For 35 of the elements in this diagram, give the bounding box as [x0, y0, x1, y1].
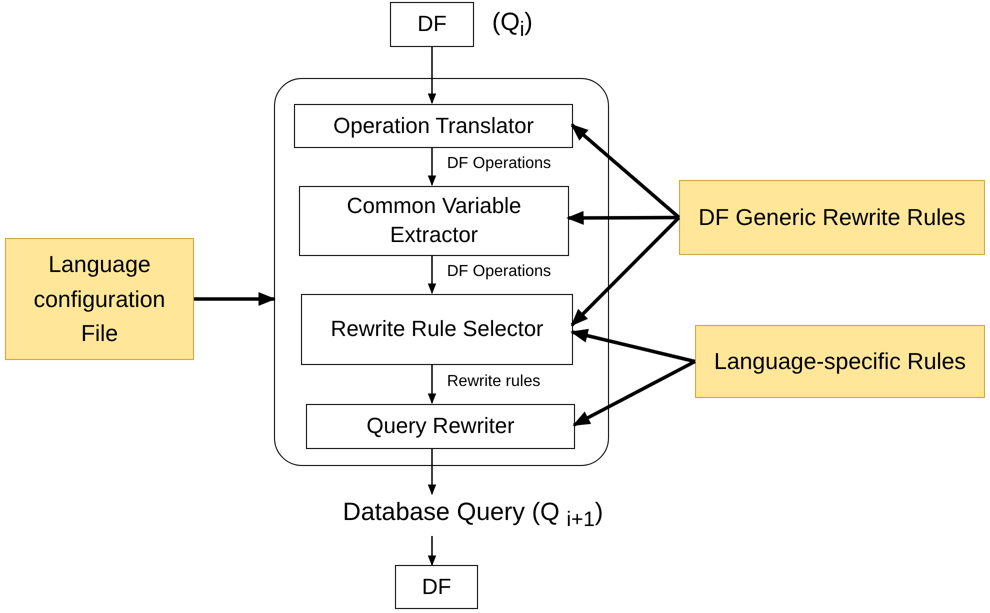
arrow: [194, 292, 276, 306]
node-label: DF: [422, 572, 452, 601]
process-box: [294, 104, 573, 148]
node-label: Query Rewriter: [366, 412, 514, 440]
input-box: [695, 325, 985, 398]
node-label: Language-specific Rules: [714, 347, 966, 376]
process-box: [395, 565, 478, 609]
arrow: [428, 255, 436, 294]
edge-label: DF Operations: [446, 263, 552, 281]
arrow: [428, 448, 436, 496]
input-box: [5, 238, 194, 360]
process-box: [301, 294, 573, 365]
input-box: [679, 180, 985, 255]
arrow: [428, 147, 436, 186]
node-label: Language configuration File: [32, 250, 166, 348]
arrow: [570, 124, 680, 219]
node-label: DF Generic Rewrite Rules: [698, 203, 966, 232]
node-annotation: (Q$_{i}$): [492, 8, 533, 42]
node-label: Rewrite Rule Selector: [330, 315, 544, 344]
node-label: Database Query (Q $_{i+1}$): [342, 498, 604, 532]
arrow: [428, 364, 436, 404]
arrow: [428, 536, 436, 566]
node-label: DF: [417, 10, 447, 38]
node-label: Operation Translator: [333, 112, 534, 140]
process-box: [306, 404, 575, 449]
process-box: [299, 186, 569, 256]
arrow: [570, 216, 680, 326]
edge-label: DF Operations: [446, 155, 552, 173]
arrow: [428, 47, 436, 104]
node-label: Common Variable Extractor: [346, 192, 522, 249]
arrow: [570, 328, 696, 364]
arrow: [572, 360, 696, 427]
rounded-container: [274, 78, 609, 466]
process-box: [390, 2, 474, 47]
arrow: [566, 210, 679, 225]
